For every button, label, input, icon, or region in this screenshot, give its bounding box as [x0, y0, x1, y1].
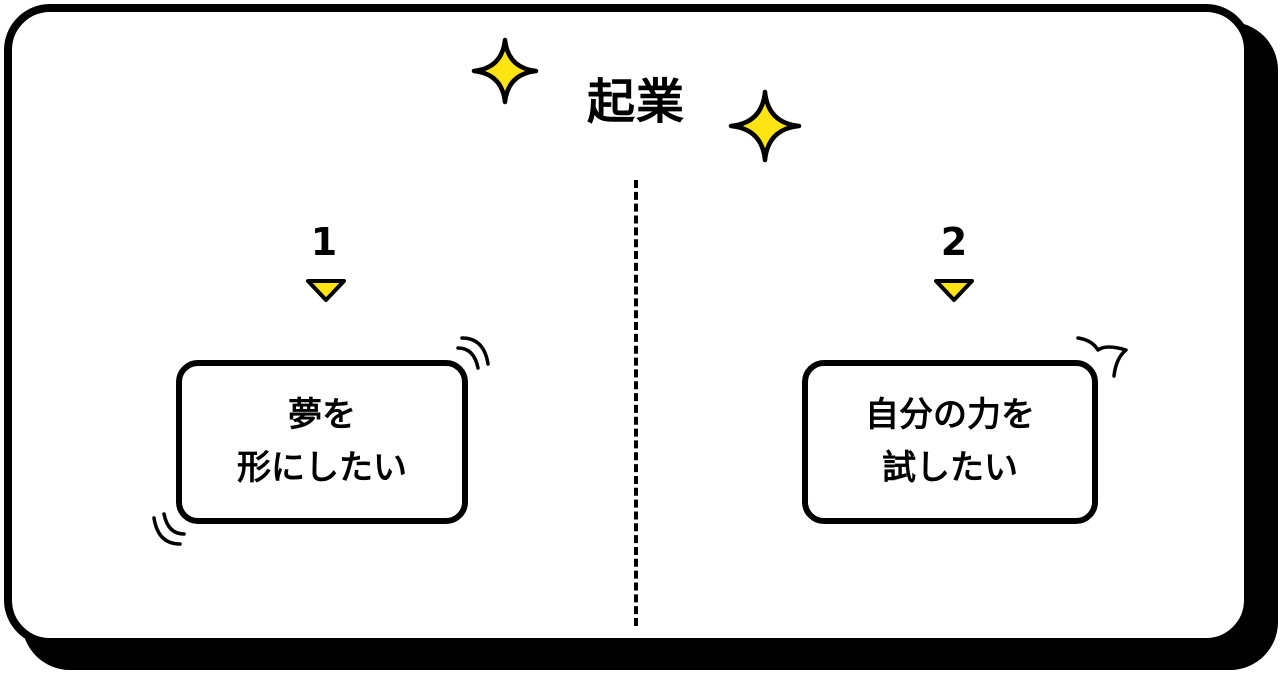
step-number: 2	[940, 220, 968, 264]
divider	[634, 180, 638, 626]
motion-lines-icon	[152, 512, 186, 546]
sparkle-icon	[728, 89, 802, 163]
arrow-down-icon	[934, 279, 974, 302]
bubble-line: 自分の力を	[865, 395, 1035, 436]
shock-mark-icon	[1076, 336, 1128, 378]
bubble-line: 試したい	[882, 448, 1018, 488]
bubble-line: 夢を	[288, 395, 356, 436]
step-bubble: 夢を 形にしたい	[176, 360, 468, 524]
card	[4, 4, 1252, 646]
motion-lines-icon	[456, 336, 490, 370]
page-title: 起業	[586, 74, 685, 130]
arrow-down-icon	[306, 279, 346, 302]
step-bubble: 自分の力を 試したい	[802, 360, 1098, 524]
bubble-line: 形にしたい	[237, 448, 407, 488]
sparkle-icon	[471, 37, 539, 105]
step-number: 1	[310, 220, 338, 264]
